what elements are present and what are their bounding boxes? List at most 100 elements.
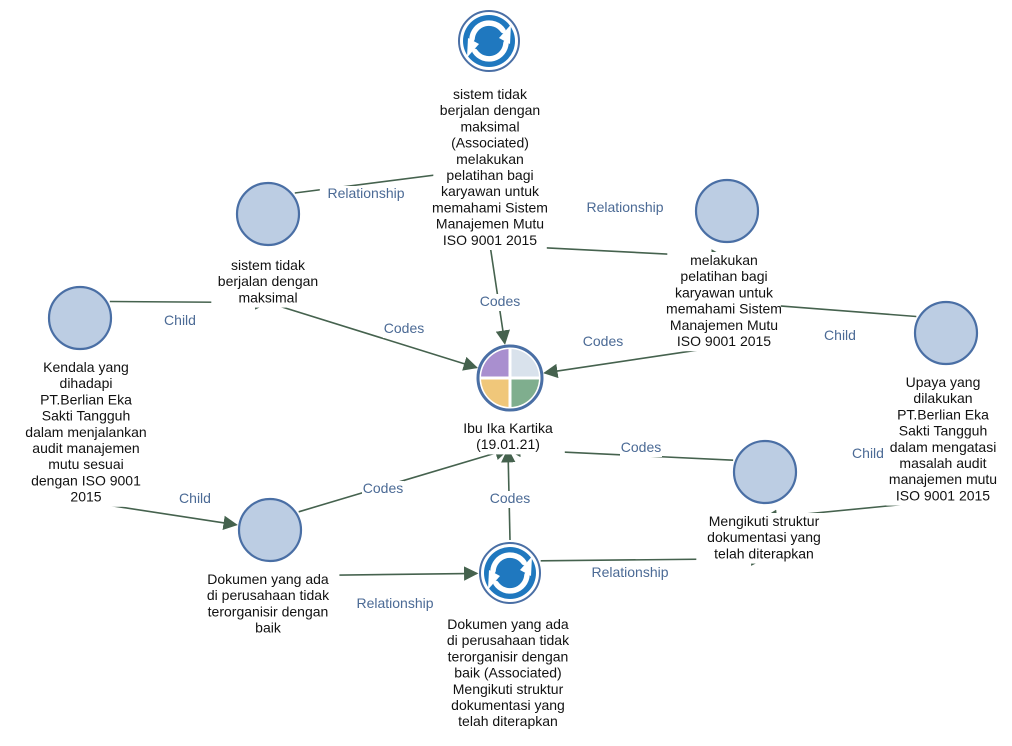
node-label-line: di perusahaan tidak (207, 587, 330, 603)
node-label-line: maksimal (238, 289, 297, 305)
edge-label-relationship: Relationship (327, 185, 404, 201)
edge-label-relationship: Relationship (586, 199, 663, 215)
circle-node-icon (237, 497, 303, 563)
node-label-bg (667, 252, 781, 352)
node-label-line: sistem tidak (231, 257, 306, 273)
node-label-line: Sakti Tangguh (899, 423, 987, 439)
circle-node-icon (732, 439, 798, 505)
node-label-line: terorganisir dengan (208, 603, 329, 619)
node-label-line: pelatihan bagi (446, 167, 533, 183)
edge-label-bg (383, 321, 425, 338)
refresh-arrows-icon (479, 542, 541, 604)
node-label-line: sistem tidak (453, 86, 528, 102)
node-label-line: manajemen mutu (889, 471, 997, 487)
node-label-line: terorganisir dengan (448, 648, 569, 664)
node-label-line: dalam menjalankan (25, 424, 146, 440)
node-label-line: Manajemen Mutu (670, 317, 778, 333)
node-label-line: ISO 9001 2015 (896, 487, 990, 503)
node-label-line: Sakti Tangguh (42, 408, 130, 424)
node-label-line: (Associated) (451, 135, 529, 151)
node-label-line: (19.01.21) (476, 436, 540, 452)
node-label-case: Ibu Ika Kartika(19.01.21) (463, 420, 553, 452)
node-label-line: dengan ISO 9001 (31, 472, 141, 488)
node-label-line: Ibu Ika Kartika (463, 420, 553, 436)
edge-label-bg (479, 294, 521, 311)
node-label-line: PT.Berlian Eka (897, 406, 989, 422)
node-case[interactable]: Ibu Ika Kartika(19.01.21) (451, 344, 565, 455)
node-label-line: berjalan dengan (218, 273, 318, 289)
node-label-line: audit manajemen (32, 440, 139, 456)
circle-node-icon (47, 285, 113, 351)
edge-label-bg (847, 446, 889, 463)
node-label-bg (886, 374, 1000, 506)
edge-label-bg (319, 186, 413, 203)
node-label-bg (436, 616, 580, 732)
edge-label-codes: Codes (384, 320, 424, 336)
circle-node-icon (913, 300, 979, 366)
circle-node-icon (694, 178, 760, 244)
edge-label-codes: Codes (363, 480, 403, 496)
node-label-bg (451, 420, 565, 455)
edge-label-relationship: Relationship (356, 595, 433, 611)
node-label-line: Kendala yang (43, 359, 129, 375)
edge-label-bg (174, 491, 216, 508)
node-label-line: telah diterapkan (458, 713, 558, 729)
edge-label-bg (362, 481, 404, 498)
edge-label-bg (620, 440, 662, 457)
node-label-line: Dokumen yang ada (207, 571, 329, 587)
node-label-line: dokumentasi yang (451, 697, 565, 713)
edge-labels-layer: ChildChildRelationshipRelationshipCodesC… (159, 185, 889, 613)
edge-label-relationship: Relationship (591, 564, 668, 580)
node-label-line: maksimal (460, 118, 519, 134)
node-label-line: dihadapi (60, 375, 113, 391)
node-label-line: ISO 9001 2015 (677, 333, 771, 349)
edge-dokumen-to-case (298, 446, 510, 513)
edge-label-bg (348, 596, 442, 613)
node-label-line: Dokumen yang ada (447, 616, 569, 632)
edge-label-bg (159, 313, 201, 330)
circle-node-icon (235, 181, 301, 247)
node-label-line: pelatihan bagi (680, 268, 767, 284)
node-label-line: 2015 (70, 489, 101, 505)
node-label-line: dalam mengatasi (890, 439, 997, 455)
edge-label-bg (578, 200, 672, 217)
edge-label-codes: Codes (583, 333, 623, 349)
node-label-bg (196, 571, 340, 638)
node-label-line: dokumentasi yang (707, 529, 821, 545)
edge-sistem-to-case (267, 301, 478, 371)
node-label-line: memahami Sistem (666, 301, 782, 317)
node-label-line: ISO 9001 2015 (443, 232, 537, 248)
node-label-line: telah diterapkan (714, 545, 814, 561)
edge-label-child: Child (824, 327, 856, 343)
node-label-bg (696, 513, 832, 564)
edge-label-codes: Codes (621, 439, 661, 455)
node-label-line: melakukan (456, 151, 524, 167)
node-label-line: di perusahaan tidak (447, 632, 570, 648)
edge-label-codes: Codes (490, 490, 530, 506)
node-label-bg (433, 86, 547, 250)
edge-label-child: Child (179, 490, 211, 506)
edge-label-child: Child (852, 445, 884, 461)
node-label-line: Mengikuti struktur (709, 513, 820, 529)
node-label-bg (211, 257, 325, 308)
node-label-line: Upaya yang (906, 374, 981, 390)
refresh-arrows-icon (458, 10, 520, 72)
node-label-line: karyawan untuk (441, 183, 540, 199)
node-label-line: PT.Berlian Eka (40, 391, 132, 407)
